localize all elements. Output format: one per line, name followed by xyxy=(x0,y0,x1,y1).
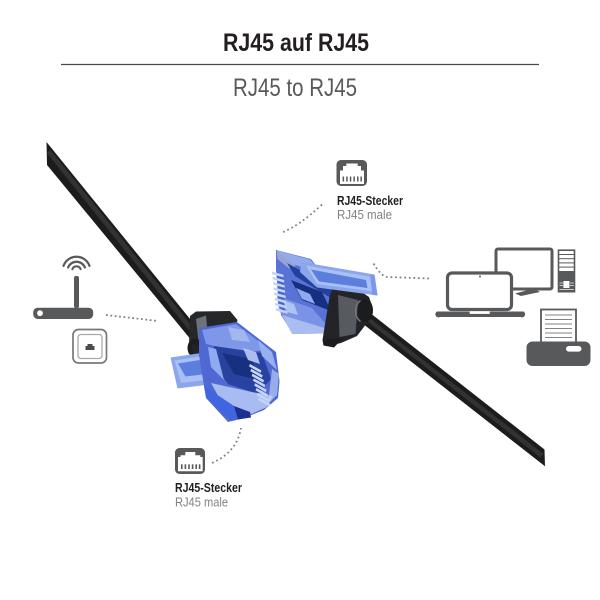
svg-text:RJ45 to RJ45: RJ45 to RJ45 xyxy=(233,74,357,102)
svg-text:RJ45 auf RJ45: RJ45 auf RJ45 xyxy=(223,29,369,57)
svg-text:RJ45-Stecker: RJ45-Stecker xyxy=(337,193,403,208)
svg-text:RJ45 male: RJ45 male xyxy=(175,495,228,510)
svg-text:RJ45-Stecker: RJ45-Stecker xyxy=(175,480,242,495)
svg-text:RJ45 male: RJ45 male xyxy=(337,207,392,222)
